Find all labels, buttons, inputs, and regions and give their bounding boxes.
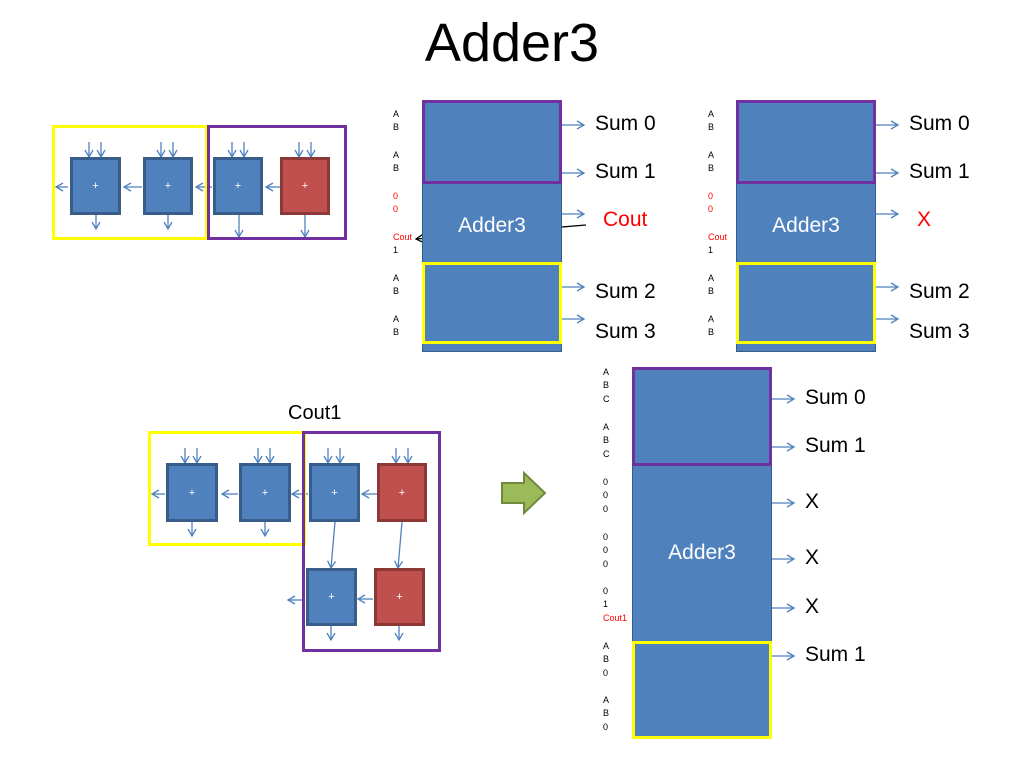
input-label: C: [603, 394, 610, 404]
input-label: B: [603, 435, 610, 445]
input-label: B: [603, 708, 610, 718]
input-label: B: [393, 286, 400, 296]
adder3-block: [632, 367, 772, 739]
input-label: B: [603, 654, 610, 664]
output-label: Sum 2: [595, 280, 656, 303]
input-label: 1: [393, 245, 399, 255]
input-label-cout: Cout: [708, 232, 728, 242]
input-label: A: [603, 641, 610, 651]
input-label: 0: [393, 204, 399, 214]
output-label: Sum 0: [595, 112, 656, 135]
adder-cell: +: [239, 463, 291, 522]
output-label: Sum 1: [805, 643, 866, 666]
output-label: Sum 3: [909, 320, 970, 343]
input-label: A: [708, 150, 715, 160]
adder3-yellow-region: [632, 641, 772, 739]
input-label: A: [393, 314, 400, 324]
adder3-label: Adder3: [458, 214, 526, 237]
adder3-yellow-region: [422, 262, 562, 344]
adder3-purple-region: [422, 100, 562, 184]
adder-cell: +: [306, 568, 357, 626]
input-label: B: [708, 327, 715, 337]
input-label: C: [603, 449, 610, 459]
output-label: Sum 2: [909, 280, 970, 303]
adder-cell-highlighted: +: [377, 463, 427, 522]
output-label: X: [805, 490, 820, 513]
input-label: 0: [393, 191, 399, 201]
adder3-label: Adder3: [772, 214, 840, 237]
input-label: 0: [708, 204, 714, 214]
right-arrow-icon: [501, 470, 547, 516]
input-label: A: [393, 109, 400, 119]
output-label: Sum 1: [805, 434, 866, 457]
adder-cell: +: [70, 157, 121, 215]
adder3-purple-region: [736, 100, 876, 184]
x-output-label: X: [917, 208, 932, 231]
input-label: B: [393, 122, 400, 132]
adder-cell-highlighted: +: [280, 157, 330, 215]
adder3-label: Adder3: [668, 541, 736, 564]
input-label: A: [603, 695, 610, 705]
input-label: A: [603, 422, 610, 432]
adder-cell-highlighted: +: [374, 568, 425, 626]
input-label: 0: [603, 504, 609, 514]
input-label: 0: [603, 559, 609, 569]
input-label: 0: [603, 722, 609, 732]
adder3-block: [422, 100, 562, 352]
input-label: A: [708, 273, 715, 283]
output-label: Sum 0: [909, 112, 970, 135]
top-left-yellow-group: [52, 125, 208, 240]
adder-cell: +: [309, 463, 360, 522]
top-left-purple-group: [207, 125, 347, 240]
input-label: 0: [603, 586, 609, 596]
input-label: 0: [603, 490, 609, 500]
output-label: Sum 1: [595, 160, 656, 183]
input-label: B: [393, 163, 400, 173]
input-label: 0: [603, 477, 609, 487]
output-label: Sum 3: [595, 320, 656, 343]
output-label: Sum 0: [805, 386, 866, 409]
input-label: A: [393, 150, 400, 160]
input-label: B: [708, 163, 715, 173]
input-label: 1: [603, 599, 609, 609]
input-label: 0: [603, 532, 609, 542]
adder3-yellow-region: [736, 262, 876, 344]
adder-cell: +: [166, 463, 218, 522]
input-label: B: [708, 122, 715, 132]
adder-cell: +: [213, 157, 263, 215]
input-label-cout: Cout: [393, 232, 413, 242]
input-label: A: [393, 273, 400, 283]
adder3-purple-region: [632, 367, 772, 466]
input-label: 0: [603, 545, 609, 555]
input-label-cout1: Cout1: [603, 613, 628, 623]
adder3-block: [736, 100, 876, 352]
cout-output-label: Cout: [603, 208, 648, 231]
input-label: A: [603, 367, 610, 377]
input-label: A: [708, 109, 715, 119]
output-label: X: [805, 595, 820, 618]
input-label: B: [393, 327, 400, 337]
output-label: X: [805, 546, 820, 569]
input-label: 0: [708, 191, 714, 201]
input-label: B: [603, 380, 610, 390]
input-label: B: [708, 286, 715, 296]
output-label: Sum 1: [909, 160, 970, 183]
input-label: 0: [603, 668, 609, 678]
cout1-label: Cout1: [288, 402, 342, 424]
input-label: 1: [708, 245, 714, 255]
page-title: Adder3: [424, 13, 600, 73]
input-label: A: [708, 314, 715, 324]
bottom-left-purple-group: [302, 431, 441, 652]
adder-cell: +: [143, 157, 193, 215]
